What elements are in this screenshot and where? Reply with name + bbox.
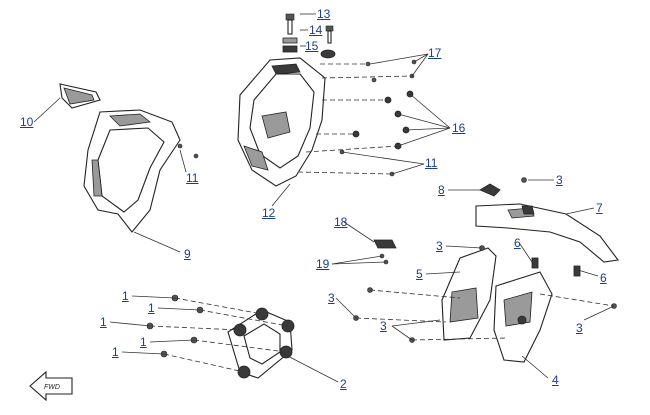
callout-3-top: 3 bbox=[556, 173, 563, 187]
fwd-arrow-icon: FWD bbox=[29, 370, 73, 402]
part-6-clip-b bbox=[573, 265, 581, 277]
callout-11-right: 11 bbox=[425, 156, 438, 170]
callout-5: 5 bbox=[416, 267, 423, 281]
callout-9: 9 bbox=[184, 247, 191, 261]
part-8-clip bbox=[479, 183, 501, 197]
callout-15: 15 bbox=[305, 39, 319, 53]
callout-11-left: 11 bbox=[186, 171, 199, 185]
part-7-front-fender bbox=[475, 203, 619, 263]
callout-17: 17 bbox=[428, 46, 442, 60]
callout-1-d: 1 bbox=[140, 335, 147, 349]
fwd-label: FWD bbox=[44, 384, 60, 391]
callout-1-b: 1 bbox=[148, 301, 155, 315]
part-4-lower-guard bbox=[493, 271, 553, 363]
callout-3-left: 3 bbox=[328, 291, 335, 305]
callout-16: 16 bbox=[452, 121, 466, 135]
callout-19: 19 bbox=[316, 257, 330, 271]
leader-lines bbox=[33, 13, 615, 383]
part-10-trim bbox=[59, 83, 101, 109]
callout-1-a: 1 bbox=[122, 289, 129, 303]
callout-13: 13 bbox=[317, 7, 331, 21]
callout-7: 7 bbox=[596, 201, 603, 215]
callout-2: 2 bbox=[340, 377, 347, 391]
callout-4: 4 bbox=[552, 373, 559, 387]
part-12-housing bbox=[237, 57, 326, 187]
part-6-clip-a bbox=[531, 257, 539, 269]
callout-1-c: 1 bbox=[100, 315, 107, 329]
part-5-fork-guard bbox=[441, 247, 497, 341]
callout-6-left: 6 bbox=[514, 236, 521, 250]
callout-1-e: 1 bbox=[112, 345, 119, 359]
callout-3-right: 3 bbox=[576, 321, 583, 335]
callout-12: 12 bbox=[262, 206, 276, 220]
callout-3-center: 3 bbox=[380, 319, 387, 333]
callout-18: 18 bbox=[334, 215, 348, 229]
part-2-bracket bbox=[227, 307, 295, 379]
callout-10: 10 bbox=[20, 115, 34, 129]
part-18-bracket bbox=[373, 239, 397, 249]
callout-14: 14 bbox=[309, 23, 323, 37]
callout-3-mid: 3 bbox=[436, 239, 443, 253]
callout-6-right: 6 bbox=[600, 271, 607, 285]
part-9-headlight-cover bbox=[83, 109, 181, 233]
part-13-15-bolt-stack bbox=[282, 13, 336, 59]
callout-8: 8 bbox=[438, 183, 445, 197]
